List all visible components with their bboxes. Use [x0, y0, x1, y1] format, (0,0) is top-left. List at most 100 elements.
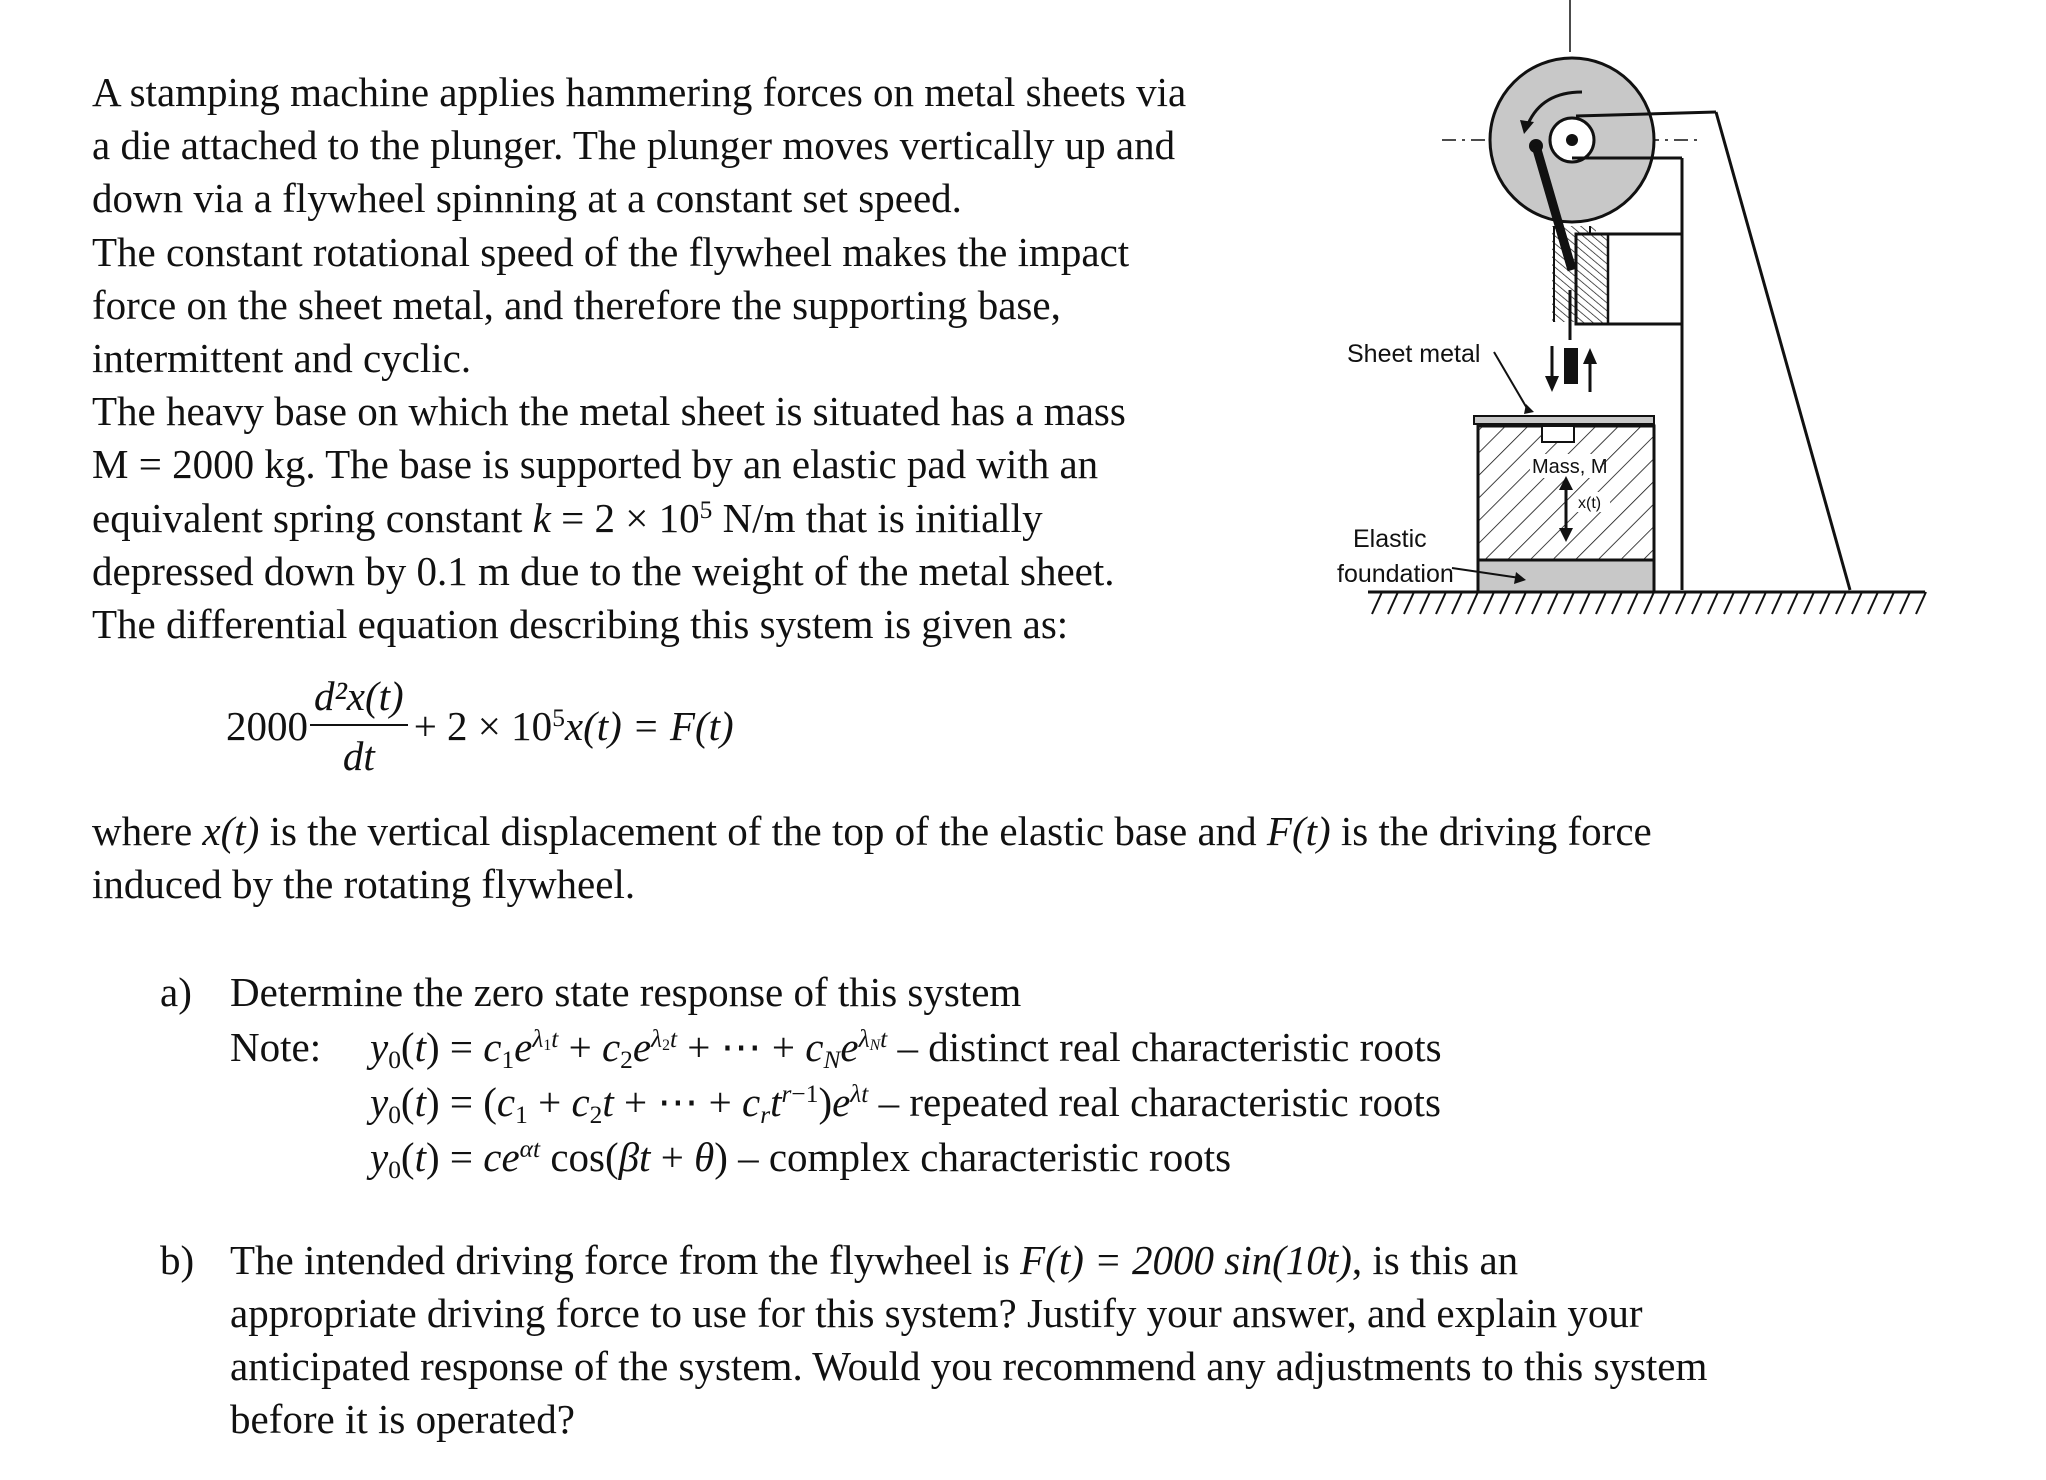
displacement-label: x(t): [1578, 495, 1601, 512]
question-a: a) Determine the zero state response of t…: [160, 965, 1021, 1020]
spring-text: equivalent spring constant: [92, 494, 533, 541]
spring-text: N/m that is initially: [712, 494, 1043, 541]
ground-hatch-mark: [1627, 591, 1639, 615]
ground-hatch-mark: [1643, 591, 1655, 615]
equation-exponent: 5: [552, 704, 565, 733]
problem-statement: A stamping machine applies hammering for…: [92, 66, 1352, 651]
question-b-line: anticipated response of the system. Woul…: [230, 1343, 1708, 1389]
ground-hatch-mark: [1819, 591, 1831, 615]
sheet-metal-label: Sheet metal: [1347, 340, 1480, 368]
die: [1564, 348, 1578, 384]
ground-hatch-mark: [1451, 591, 1463, 615]
foundation-pointer: [1451, 567, 1521, 579]
intro-line: The constant rotational speed of the fly…: [92, 228, 1130, 275]
equation-fraction: d²x(t) dt: [310, 672, 408, 780]
ground-hatch-mark: [1755, 591, 1767, 615]
note-row-distinct: Note:y0(t) = c1eλ1t + c2eλ2t + ⋯ + cNeλN…: [230, 1020, 1442, 1075]
question-b-body: The intended driving force from the flyw…: [230, 1234, 1707, 1446]
driving-force-expression: F(t) = 2000 sin(10t): [1020, 1237, 1352, 1283]
frame-top-beam: [1575, 110, 1717, 118]
intro-line: intermittent and cyclic.: [92, 335, 472, 382]
where-symbol: F(t): [1266, 808, 1331, 854]
equation-numerator: d²x(t): [310, 672, 408, 726]
mass-label: Mass, M: [1532, 456, 1608, 478]
ground-hatch: [1371, 591, 1927, 615]
question-b-line: The intended driving force from the flyw…: [230, 1234, 1707, 1287]
elastic-label: Elastic: [1353, 525, 1427, 553]
ground-hatch-mark: [1387, 591, 1399, 615]
ground-hatch-mark: [1579, 591, 1591, 615]
where-symbol: x(t): [202, 808, 260, 854]
ground-hatch-mark: [1659, 591, 1671, 615]
ground-hatch-mark: [1723, 591, 1735, 615]
ground-hatch-mark: [1563, 591, 1575, 615]
rotation-arrowhead: [1520, 120, 1534, 134]
ground-hatch-mark: [1435, 591, 1447, 615]
ground-hatch-mark: [1835, 591, 1847, 615]
ground-hatch-mark: [1851, 591, 1863, 615]
ground-hatch-mark: [1915, 591, 1927, 615]
frame-diagonal: [1714, 111, 1852, 591]
intro-line: The heavy base on which the metal sheet …: [92, 388, 1126, 435]
question-a-label: a): [160, 969, 192, 1015]
rotation-arrow: [1526, 90, 1583, 125]
ground-hatch-mark: [1739, 591, 1751, 615]
ground-hatch-mark: [1707, 591, 1719, 615]
question-b-line: appropriate driving force to use for thi…: [230, 1290, 1643, 1336]
foundation-label: foundation: [1337, 560, 1454, 588]
question-b-text: , is this an: [1351, 1237, 1519, 1283]
spring-symbol: k: [532, 494, 551, 541]
where-paragraph: where x(t) is the vertical displacement …: [92, 805, 1992, 911]
ground-hatch-mark: [1419, 591, 1431, 615]
mass-line: M = 2000 kg. The base is supported by an…: [92, 441, 1099, 488]
where-text: is the driving force: [1330, 808, 1652, 854]
spring-text: = 2 × 10: [550, 494, 700, 541]
note-desc: – complex characteristic roots: [738, 1134, 1232, 1180]
question-b-text: The intended driving force from the flyw…: [230, 1237, 1021, 1283]
ground-hatch-mark: [1483, 591, 1495, 615]
ground-hatch-mark: [1883, 591, 1895, 615]
intro-line: A stamping machine applies hammering for…: [92, 69, 1187, 115]
intro-line: a die attached to the plunger. The plung…: [92, 122, 1176, 169]
where-text: where: [92, 808, 203, 854]
note-label: Note:: [230, 1024, 322, 1070]
where-text: is the vertical displacement of the top …: [259, 808, 1267, 854]
sheet-metal-plate: [1473, 415, 1655, 425]
ground-hatch-mark: [1531, 591, 1543, 615]
question-b-line: before it is operated?: [230, 1396, 575, 1442]
ground-hatch-mark: [1467, 591, 1479, 615]
ground-hatch-mark: [1547, 591, 1559, 615]
stamping-machine-diagram: Sheet metal Mass, M x(t) Elastic foundat…: [1337, 0, 1927, 615]
equation-coefficient: 2000: [226, 703, 308, 749]
equation-denominator: dt: [342, 733, 375, 779]
ground-hatch-mark: [1691, 591, 1703, 615]
ground-hatch-mark: [1899, 591, 1911, 615]
ground-hatch-mark: [1787, 591, 1799, 615]
flywheel-axle: [1566, 134, 1578, 146]
where-line: where x(t) is the vertical displacement …: [92, 805, 1992, 858]
ground-hatch-mark: [1867, 591, 1879, 615]
ground-hatch-mark: [1803, 591, 1815, 615]
ground-hatch-mark: [1499, 591, 1511, 615]
note-block: Note:y0(t) = c1eλ1t + c2eλ2t + ⋯ + cNeλN…: [230, 1020, 1442, 1185]
ground-hatch-mark: [1611, 591, 1623, 615]
intro-line: force on the sheet metal, and therefore …: [92, 281, 1061, 328]
question-a-text: Determine the zero state response of thi…: [230, 969, 1022, 1015]
sheet-metal-pointer: [1493, 351, 1529, 411]
equation-text: x(t) = F(t): [564, 703, 734, 749]
differential-equation: 2000 d²x(t) dt + 2 × 105x(t) = F(t): [226, 672, 734, 780]
note-row-repeated: y0(t) = (c1 + c2t + ⋯ + crtr−1)eλt – rep…: [370, 1079, 1441, 1130]
note-desc: – distinct real characteristic roots: [897, 1024, 1442, 1070]
note-desc: – repeated real characteristic roots: [878, 1079, 1441, 1125]
ground-hatch-mark: [1403, 591, 1415, 615]
spring-line: equivalent spring constant k = 2 × 105 N…: [92, 492, 1352, 545]
intro-line: depressed down by 0.1 m due to the weigh…: [92, 547, 1115, 594]
spring-exponent: 5: [699, 495, 713, 524]
ground-hatch-mark: [1371, 591, 1383, 615]
ground-hatch-mark: [1771, 591, 1783, 615]
equation-rest: + 2 × 105x(t) = F(t): [414, 702, 734, 750]
intro-line: down via a flywheel spinning at a consta…: [92, 175, 962, 222]
ground-hatch-mark: [1515, 591, 1527, 615]
question-b-label: b): [160, 1237, 195, 1283]
equation-text: + 2 × 10: [413, 703, 553, 749]
